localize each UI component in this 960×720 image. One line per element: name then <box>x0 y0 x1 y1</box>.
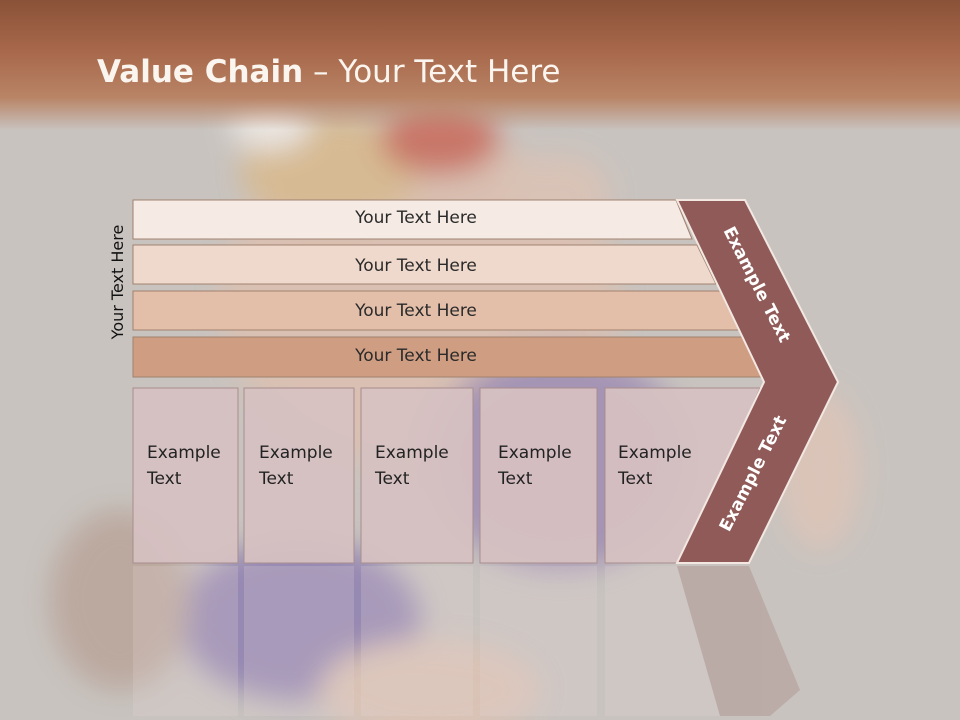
row-2-shape <box>132 244 717 285</box>
box-2-line-1: Example <box>259 443 333 463</box>
box-3-line-1: Example <box>375 443 449 463</box>
box-5-line-2: Text <box>618 469 653 489</box>
reflection <box>133 566 800 716</box>
row-2-label: Your Text Here <box>355 256 477 276</box>
chevron-arrow <box>675 199 840 564</box>
box-1-shape <box>132 387 239 564</box>
title-rest: – Your Text Here <box>303 54 561 90</box>
row-3-label: Your Text Here <box>355 301 477 321</box>
box-3-shape <box>360 387 474 564</box>
box-5-line-1: Example <box>618 443 692 463</box>
row-1-label: Your Text Here <box>355 208 477 228</box>
box-2-line-2: Text <box>259 469 294 489</box>
box-1-line-2: Text <box>147 469 182 489</box>
title-bar <box>0 0 960 130</box>
box-4-line-2: Text <box>498 469 533 489</box>
slide-title: Value Chain – Your Text Here <box>97 54 560 90</box>
box-1-line-1: Example <box>147 443 221 463</box>
row-4-label: Your Text Here <box>355 346 477 366</box>
box-2-shape <box>243 387 355 564</box>
box-3-line-2: Text <box>375 469 410 489</box>
box-4-line-1: Example <box>498 443 572 463</box>
row-1-shape <box>132 199 693 240</box>
box-4-shape <box>479 387 598 564</box>
title-bold: Value Chain <box>97 54 304 90</box>
